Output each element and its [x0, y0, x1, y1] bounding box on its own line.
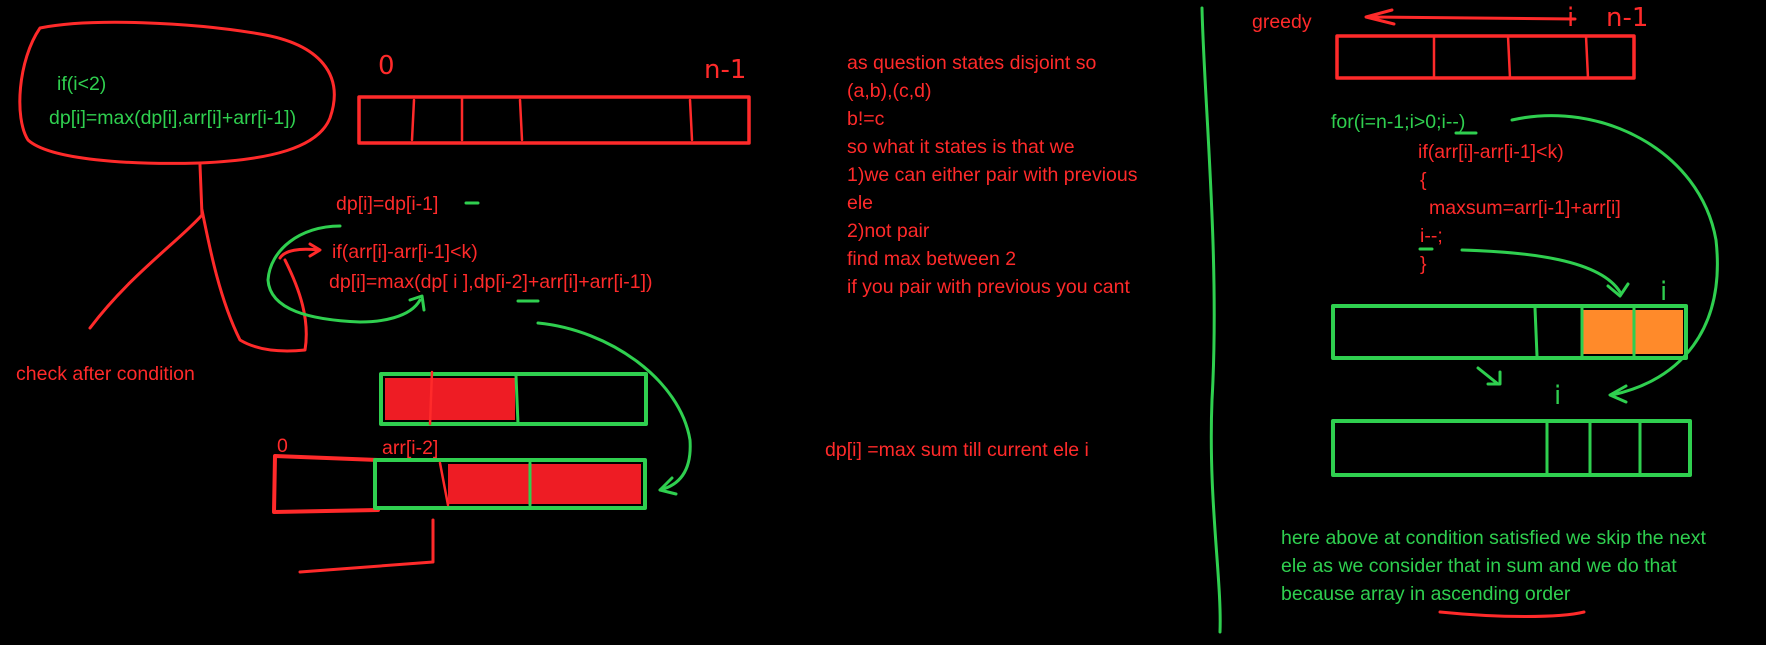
- label-i-orange: i: [1660, 277, 1668, 307]
- bubble-stem: [88, 163, 204, 330]
- explanation-line: (a,b),(c,d): [847, 80, 932, 102]
- section-divider: [1200, 6, 1222, 634]
- note-line: ele as we consider that in sum and we do…: [1281, 555, 1677, 577]
- array-lower-red-part: [272, 454, 380, 514]
- loop-curve-right: [1510, 114, 1719, 397]
- brace-close: }: [1420, 253, 1427, 275]
- explanation-line: 2)not pair: [847, 220, 930, 242]
- explanation-block: as question states disjoint so (a,b),(c,…: [847, 49, 1137, 301]
- explanation-line: if you pair with previous you cant: [847, 276, 1130, 298]
- array-upper: [379, 372, 648, 426]
- explanation-line: so what it states is that we: [847, 136, 1075, 158]
- greedy-label: greedy: [1252, 11, 1312, 33]
- dp-prev-formula: dp[i]=dp[i-1]: [336, 193, 439, 215]
- explanation-line: b!=c: [847, 108, 885, 130]
- dp-pair-formula: dp[i]=max(dp[ i ],dp[i-2]+arr[i]+arr[i-1…: [329, 271, 653, 293]
- maxsum-line: maxsum=arr[i-1]+arr[i]: [1429, 197, 1621, 219]
- label-i-top: i: [1567, 3, 1575, 33]
- i-decrement-line: i--;: [1420, 225, 1443, 247]
- label-n1-right: n-1: [1606, 3, 1649, 33]
- for-loop-line: for(i=n-1;i>0;i--): [1331, 111, 1466, 133]
- greedy-array-step2: [1331, 419, 1692, 477]
- brace-open: {: [1420, 169, 1427, 191]
- array-lower: [373, 458, 647, 510]
- greedy-arrow: [1364, 8, 1577, 26]
- dp-definition: dp[i] =max sum till current ele i: [825, 439, 1089, 461]
- pair-condition: if(arr[i]-arr[i-1]<k): [332, 241, 478, 263]
- greedy-note: here above at condition satisfied we ski…: [1281, 524, 1706, 608]
- label-index-zero: 0: [378, 51, 395, 81]
- label-index-zero-lower: 0: [277, 435, 288, 457]
- greedy-if-line: if(arr[i]-arr[i-1]<k): [1418, 141, 1564, 163]
- condition-bubble: [18, 20, 336, 165]
- label-arr-i-2: arr[i-2]: [382, 437, 439, 459]
- greedy-array-step1: [1331, 304, 1688, 360]
- bubble-dp-formula: dp[i]=max(dp[i],arr[i]+arr[i-1]): [49, 107, 297, 129]
- explanation-line: find max between 2: [847, 248, 1017, 270]
- bubble-stem-branch: [200, 208, 308, 353]
- explanation-line: as question states disjoint so: [847, 52, 1097, 74]
- dp-array: [357, 95, 751, 145]
- green-curve-arrow: [536, 321, 692, 492]
- label-i-bottom: i: [1554, 381, 1562, 411]
- note-line: because array in ascending order: [1281, 583, 1571, 605]
- check-after-note: check after condition: [16, 363, 195, 385]
- green-loop-arrow: [266, 224, 422, 324]
- note-line: here above at condition satisfied we ski…: [1281, 527, 1706, 549]
- explanation-line: ele: [847, 192, 874, 214]
- bubble-condition: if(i<2): [57, 73, 107, 95]
- explanation-line: 1)we can either pair with previous: [847, 164, 1138, 186]
- label-index-n1: n-1: [704, 55, 747, 85]
- greedy-array: [1335, 34, 1636, 80]
